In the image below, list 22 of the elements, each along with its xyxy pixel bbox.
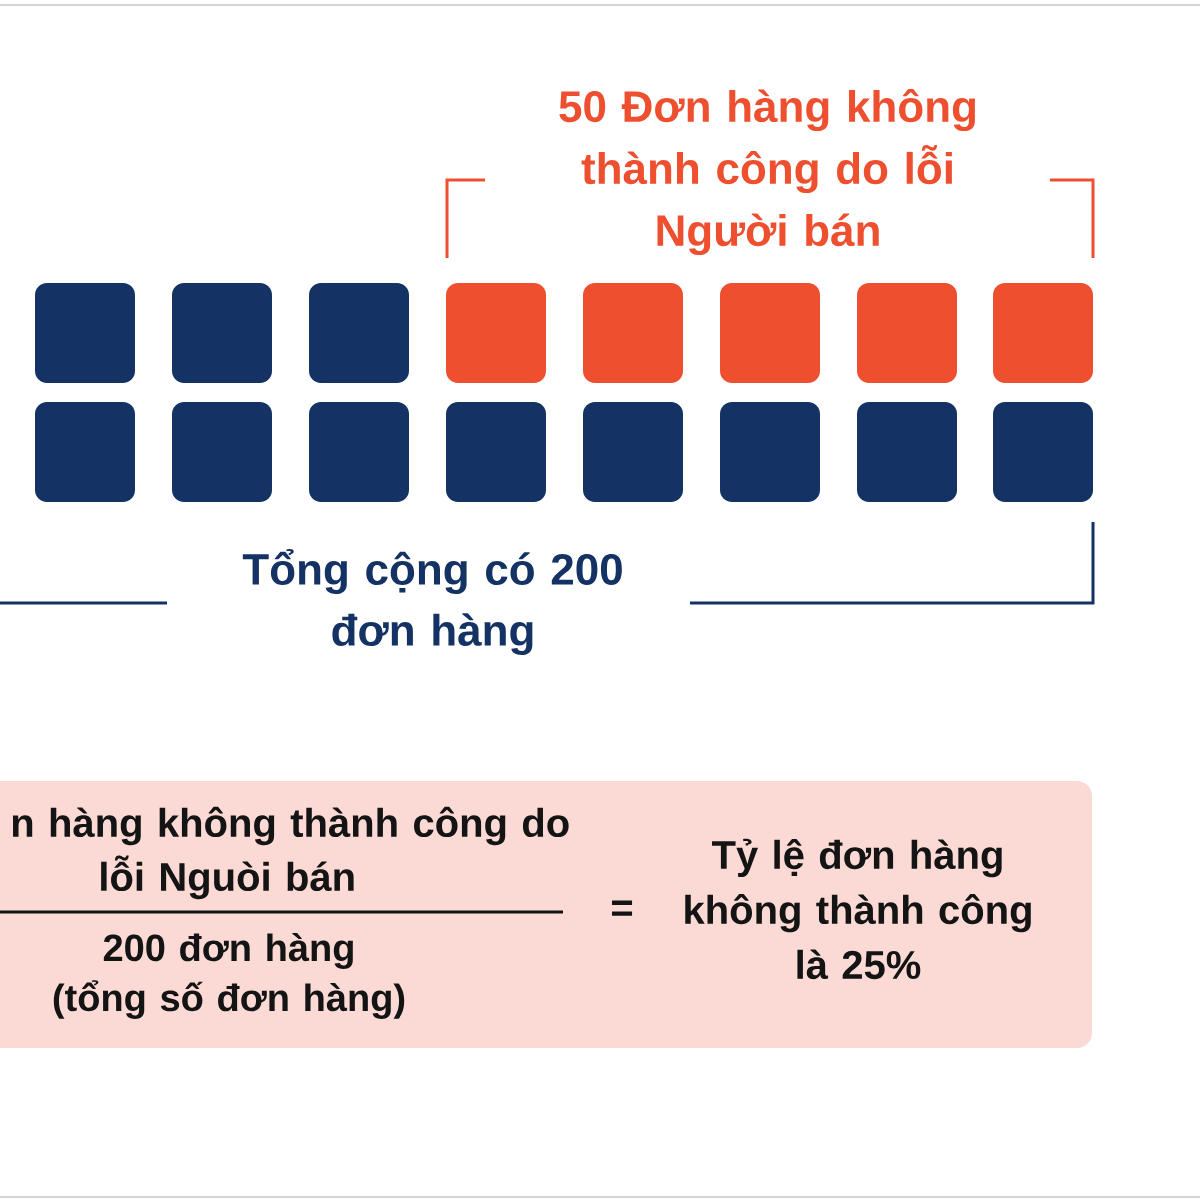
result-text: Tỷ lệ đơn hàng không thành công là 25% xyxy=(685,838,1031,980)
square-tile xyxy=(583,402,683,502)
square-tile xyxy=(35,283,135,383)
square-tile xyxy=(583,283,683,383)
square-tile xyxy=(993,402,1093,502)
square-tile xyxy=(172,402,272,502)
bracket-label: Tổng cộng có 200 đơn hàng xyxy=(242,549,622,655)
square-tile xyxy=(720,283,820,383)
square-tile xyxy=(857,402,957,502)
equals-sign: = xyxy=(612,900,633,916)
square-tile xyxy=(993,283,1093,383)
square-tile xyxy=(446,402,546,502)
square-tile xyxy=(309,402,409,502)
square-tile xyxy=(35,402,135,502)
fraction-denominator: 200 đơn hàng (tổng số đơn hàng) xyxy=(53,933,405,1019)
square-tile xyxy=(309,283,409,383)
square-tile xyxy=(172,283,272,383)
bracket-label: 50 Đơn hàng không thành công do lỗi Người bán xyxy=(559,88,975,256)
square-tile xyxy=(720,402,820,502)
fraction-numerator: n hàng không thành công do lỗi Nguòi bán xyxy=(12,806,569,900)
square-tile xyxy=(857,283,957,383)
square-tile xyxy=(446,283,546,383)
